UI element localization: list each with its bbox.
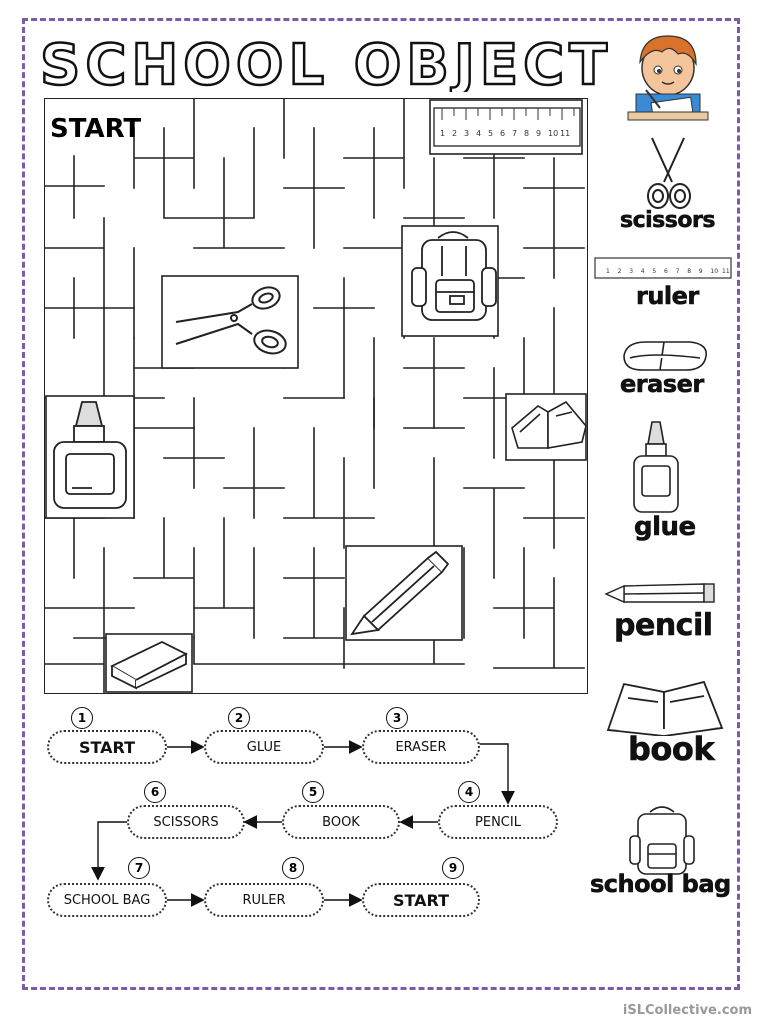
ruler-number: 5 [652, 268, 656, 275]
page-title-text: SCHOOL OBJECTS [40, 33, 608, 92]
ruler-number: 6 [664, 268, 668, 275]
ruler-number: 7 [676, 268, 680, 275]
ruler-number: 3 [629, 268, 633, 275]
ruler-number: 10 [548, 129, 558, 138]
ruler-number: 11 [722, 268, 730, 275]
book-icon [606, 680, 724, 736]
label-ruler: ruler [636, 282, 700, 311]
step-number-6: 6 [144, 781, 166, 803]
step-4-pencil: PENCIL [438, 805, 558, 839]
ruler-number: 3 [464, 129, 469, 138]
eraser-icon [623, 341, 707, 371]
step-number-5: 5 [302, 781, 324, 803]
maze-eraser-icon [110, 640, 188, 690]
school-bag-icon [629, 806, 695, 875]
ruler-number: 6 [500, 129, 505, 138]
ruler-number: 8 [687, 268, 691, 275]
maze-school-bag-icon [411, 231, 497, 321]
label-book: book [628, 730, 715, 769]
step-2-glue: GLUE [204, 730, 324, 764]
ruler-number: 4 [476, 129, 481, 138]
ruler-number: 2 [618, 268, 622, 275]
step-number-9: 9 [442, 857, 464, 879]
ruler-number: 9 [536, 129, 541, 138]
footer-credit: iSLCollective.com [622, 1003, 752, 1018]
page-border [22, 18, 740, 990]
step-9-start: START [362, 883, 480, 917]
ruler-number: 11 [560, 129, 570, 138]
pencil-icon [604, 583, 715, 604]
ruler-number: 7 [512, 129, 517, 138]
step-6-scissors: SCISSORS [127, 805, 245, 839]
ruler-number: 9 [699, 268, 703, 275]
ruler-number: 4 [641, 268, 645, 275]
ruler-number: 1 [606, 268, 610, 275]
ruler-number: 8 [524, 129, 529, 138]
step-number-4: 4 [458, 781, 480, 803]
step-5-book: BOOK [282, 805, 400, 839]
glue-icon [633, 421, 679, 513]
label-school-bag: school bag [590, 870, 732, 899]
maze-book-icon [511, 400, 587, 449]
maze-walls [43, 97, 587, 694]
maze-glue-icon [53, 401, 127, 509]
label-eraser: eraser [620, 370, 705, 399]
step-number-7: 7 [128, 857, 150, 879]
label-pencil: pencil [614, 608, 714, 644]
label-scissors: scissors [620, 208, 716, 234]
page-title: SCHOOL OBJECTS [39, 32, 608, 92]
maze-start-label: START [50, 114, 142, 144]
step-3-eraser: ERASER [362, 730, 480, 764]
scissors-icon [647, 137, 691, 209]
step-7-school-bag: SCHOOL BAG [47, 883, 167, 917]
step-number-1: 1 [71, 707, 93, 729]
step-8-ruler: RULER [204, 883, 324, 917]
step-1-start: START [47, 730, 167, 764]
maze [43, 97, 588, 694]
step-number-8: 8 [282, 857, 304, 879]
maze-pencil-icon [350, 550, 450, 636]
ruler-number: 2 [452, 129, 457, 138]
boy-writing-illustration [627, 35, 709, 121]
maze-scissors-icon [175, 286, 287, 355]
step-number-2: 2 [228, 707, 250, 729]
step-number-3: 3 [386, 707, 408, 729]
ruler-number: 10 [710, 268, 718, 275]
ruler-number: 5 [488, 129, 493, 138]
ruler-number: 1 [440, 129, 445, 138]
label-glue: glue [634, 512, 697, 543]
